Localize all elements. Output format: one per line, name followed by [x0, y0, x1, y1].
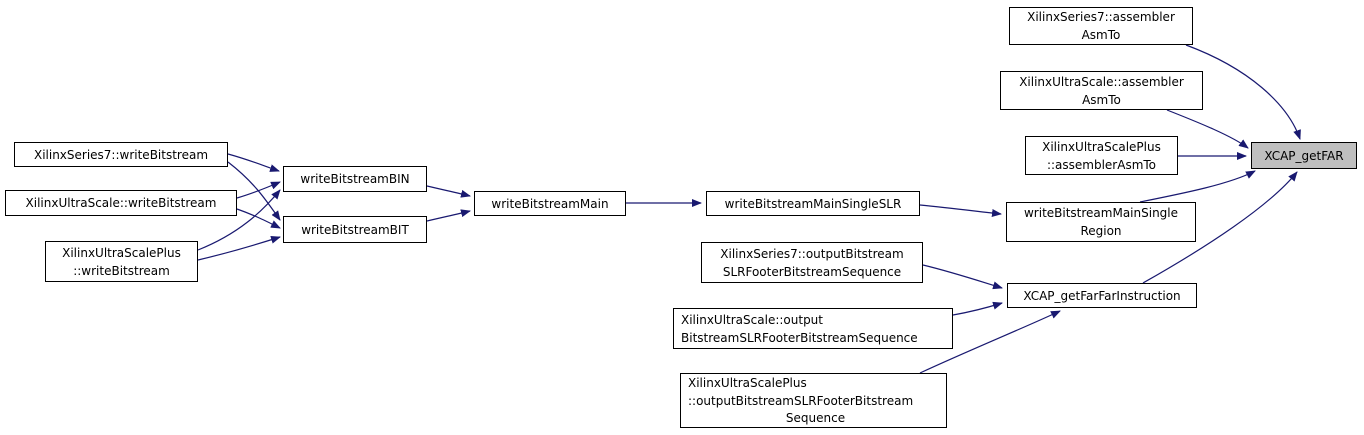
node-label: XilinxUltraScalePlus	[688, 376, 807, 390]
edge-farfar-getfar	[1142, 171, 1298, 284]
node-xilinxultrascaleplus-outputbitstreamslrfooterbitstreamsequence[interactable]: XilinxUltraScalePlus ::outputBitstreamSL…	[680, 373, 947, 428]
node-label: writeBitstreamMain	[491, 196, 609, 211]
edge-usasm-getfar	[1166, 109, 1249, 149]
node-label: ::assemblerAsmTo	[1046, 157, 1157, 172]
edge-usout-farfar	[952, 301, 1003, 316]
edge-bit-main	[426, 209, 471, 222]
node-writebitstreambit[interactable]: writeBitstreamBIT	[283, 216, 427, 243]
node-xcap-getfar-focus[interactable]: XCAP_getFAR	[1251, 142, 1357, 169]
node-label: XCAP_getFarFarInstruction	[1023, 288, 1181, 303]
node-xilinxseries7-assemblerasmto[interactable]: XilinxSeries7::assembler AsmTo	[1009, 7, 1193, 45]
node-writebitstreammainsingleslr[interactable]: writeBitstreamMainSingleSLR	[706, 191, 920, 216]
edge-s7asm-getfar	[1185, 44, 1301, 140]
node-label: BitstreamSLRFooterBitstreamSequence	[681, 330, 918, 345]
node-label: XilinxSeries7::assembler	[1027, 10, 1175, 24]
edge-uswrite-bin	[236, 181, 281, 199]
node-label: AsmTo	[1081, 28, 1121, 42]
node-label: XilinxUltraScale::assembler	[1019, 74, 1184, 89]
node-xilinxultrascaleplus-assemblerasmto[interactable]: XilinxUltraScalePlus ::assemblerAsmTo	[1025, 136, 1178, 175]
node-label: XilinxUltraScale::output	[681, 312, 823, 327]
node-label: XilinxSeries7::outputBitstream	[720, 246, 904, 261]
node-writebitstreambin[interactable]: writeBitstreamBIN	[283, 166, 427, 192]
node-label: SLRFooterBitstreamSequence	[722, 264, 902, 279]
edge-uspwrite-bit	[197, 235, 281, 261]
node-label: XilinxSeries7::writeBitstream	[33, 147, 209, 162]
node-label: writeBitstreamMainSingleSLR	[724, 196, 902, 211]
edge-s7write-bin	[227, 153, 280, 172]
node-label: ::outputBitstreamSLRFooterBitstream	[688, 393, 914, 408]
node-xilinxseries7-writebitstream[interactable]: XilinxSeries7::writeBitstream	[14, 142, 228, 167]
node-xcap-getfarfarinstruction[interactable]: XCAP_getFarFarInstruction	[1007, 283, 1197, 308]
node-label: writeBitstreamBIT	[301, 222, 409, 237]
node-label: writeBitstreamBIN	[300, 172, 410, 186]
node-label: Region	[1080, 224, 1122, 238]
node-xilinxultrascaleplus-writebitstream[interactable]: XilinxUltraScalePlus ::writeBitstream	[45, 241, 198, 282]
edge-s7out-farfar	[922, 264, 1003, 290]
node-label: AsmTo	[1082, 92, 1121, 107]
edge-bin-main	[426, 185, 471, 198]
node-label: ::writeBitstream	[73, 263, 170, 278]
node-xilinxultrascale-writebitstream[interactable]: XilinxUltraScale::writeBitstream	[5, 190, 237, 216]
edge-uspout-farfar	[919, 310, 1061, 374]
node-label: XilinxUltraScalePlus	[62, 245, 181, 260]
node-writebitstreammainsingleregion[interactable]: writeBitstreamMainSingle Region	[1006, 202, 1196, 242]
node-label: Sequence	[785, 411, 846, 426]
node-label: XilinxUltraScalePlus	[1042, 139, 1161, 154]
node-writebitstreammain[interactable]: writeBitstreamMain	[474, 191, 626, 216]
node-xilinxseries7-outputbitstreamslrfooterbitstreamsequence[interactable]: XilinxSeries7::outputBitstream SLRFooter…	[701, 242, 923, 283]
edge-slr-region	[919, 204, 1002, 217]
node-label: writeBitstreamMainSingle	[1023, 206, 1179, 220]
edge-region-getfar	[1139, 170, 1256, 203]
node-xilinxultrascale-outputbitstreamslrfooterbitstreamsequence[interactable]: XilinxUltraScale::output BitstreamSLRFoo…	[673, 308, 953, 349]
edge-uspwrite-bin	[197, 189, 281, 251]
node-xilinxultrascale-assemblerasmto[interactable]: XilinxUltraScale::assembler AsmTo	[1000, 71, 1203, 110]
node-label: XCAP_getFAR	[1264, 148, 1344, 163]
node-label: XilinxUltraScale::writeBitstream	[25, 196, 217, 210]
edge-uswrite-bit	[236, 208, 281, 229]
